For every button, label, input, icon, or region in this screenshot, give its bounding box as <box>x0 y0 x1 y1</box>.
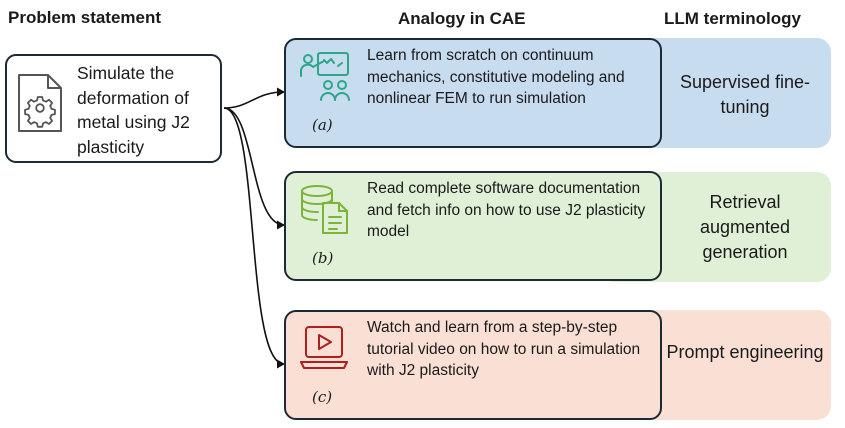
label-a: (a) <box>312 116 333 134</box>
label-b: (b) <box>312 249 334 267</box>
term-supervised-fine-tuning: Supervised fine-tuning <box>679 72 811 117</box>
label-c: (c) <box>312 388 333 406</box>
analogy-header: Analogy in CAE <box>398 9 526 28</box>
problem-statement-text: Simulate the deformation of metal using … <box>77 63 190 157</box>
arrow-to-b <box>223 107 285 230</box>
classroom-teacher-icon <box>300 52 350 101</box>
arrow-to-a <box>223 87 285 109</box>
analogy-text-b: Read complete software documentation and… <box>367 180 646 240</box>
term-retrieval-augmented-generation: Retrieval augmented generation <box>699 192 791 262</box>
analogy-text-c: Watch and learn from a step-by-step tuto… <box>367 319 641 379</box>
gear-document-icon <box>18 74 62 132</box>
analogy-box-b: (b) Read complete software documentation… <box>284 171 662 281</box>
problem-statement-header: Problem statement <box>8 8 162 27</box>
problem-statement-box: Simulate the deformation of metal using … <box>5 54 222 163</box>
term-prompt-engineering: Prompt engineering <box>666 342 824 362</box>
database-document-icon <box>300 185 348 234</box>
video-player-icon <box>300 326 348 369</box>
analogy-text-a: Learn from scratch on continuum mechanic… <box>367 47 625 107</box>
analogy-box-a: (a) Learn from scratch on continuum mech… <box>284 38 662 148</box>
arrow-to-c <box>223 107 285 369</box>
llm-terminology-header: LLM terminology <box>664 9 801 28</box>
analogy-box-c: (c) Watch and learn from a step-by-step … <box>284 310 662 420</box>
